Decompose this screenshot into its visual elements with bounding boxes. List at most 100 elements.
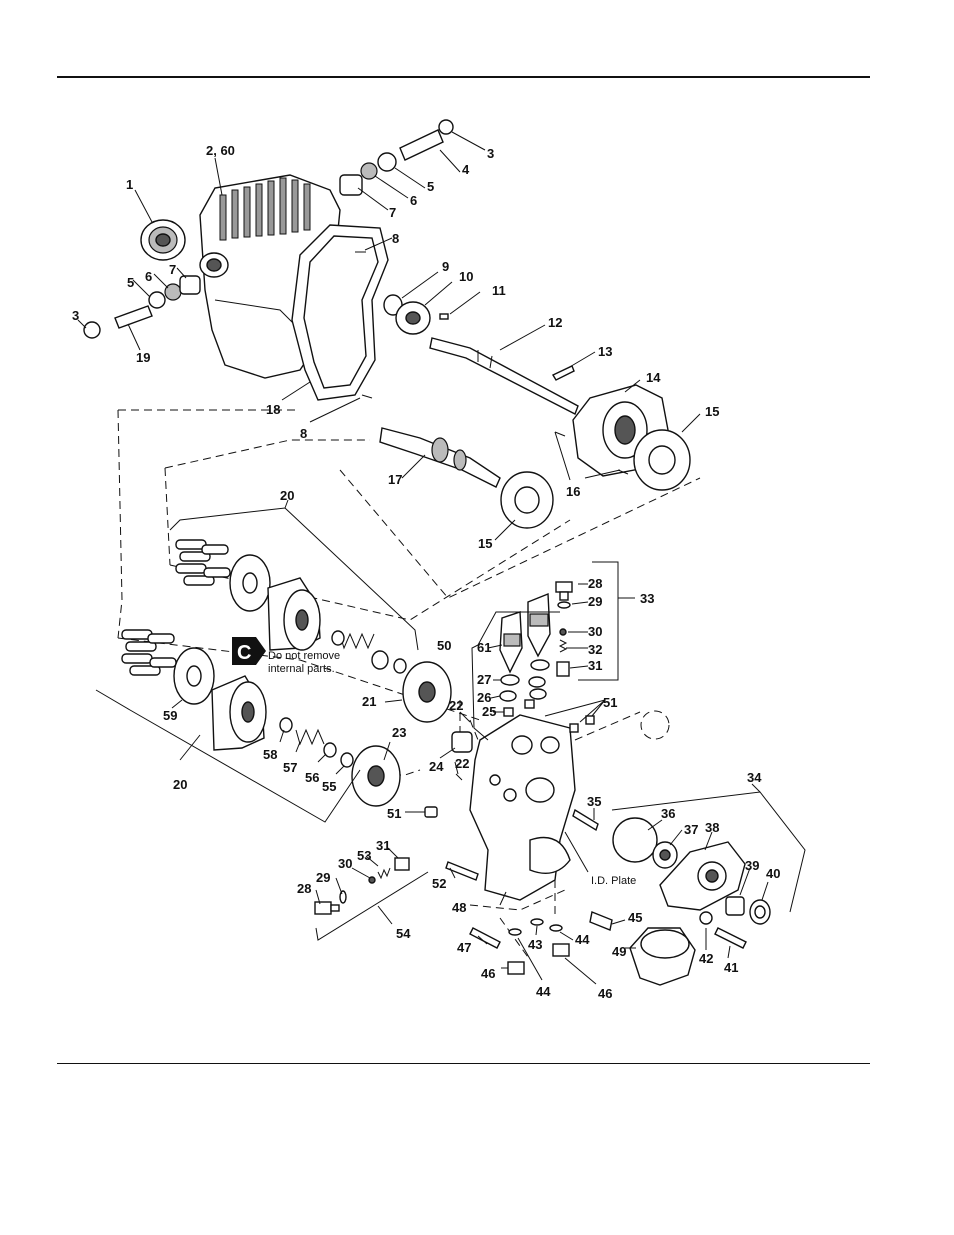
callout-34: 34: [747, 770, 762, 785]
spring-upper: [332, 631, 406, 673]
spring-32: [560, 640, 566, 652]
callout-29-top: 29: [588, 594, 602, 609]
o-ring-36: [613, 818, 657, 862]
plug-51-b: [570, 724, 578, 732]
pin-19: [115, 306, 152, 328]
callout-5-left: 5: [127, 275, 134, 290]
callout-40: 40: [766, 866, 780, 881]
callout-8-top: 8: [392, 231, 399, 246]
callout-33: 33: [640, 591, 654, 606]
plug-25: [504, 708, 513, 716]
callout-27: 27: [477, 672, 491, 687]
gerotor-37: [653, 842, 677, 868]
swash-plate-21: [403, 662, 451, 722]
ring-55: [341, 753, 353, 767]
callout-38: 38: [705, 820, 719, 835]
pin-22: [456, 774, 462, 780]
bearing-7-left: [180, 276, 200, 294]
warning-text-line1: Do not remove: [268, 650, 340, 662]
thrust-washer-15-left: [501, 472, 553, 528]
cylinder-block-upper: [268, 578, 320, 650]
callout-24: 24: [429, 759, 444, 774]
callout-14: 14: [646, 370, 661, 385]
washer-29-top: [558, 602, 570, 608]
seal-40: [750, 900, 770, 924]
callout-7-right: 7: [389, 205, 396, 220]
callout-47: 47: [457, 940, 471, 955]
callout-41: 41: [724, 960, 738, 975]
callout-15-right: 15: [705, 404, 719, 419]
dust-cap: [641, 711, 669, 739]
thrust-washer-15-right: [634, 430, 690, 490]
callout-5-right: 5: [427, 179, 434, 194]
callout-2-60: 2, 60: [206, 143, 235, 158]
callout-56: 56: [305, 770, 319, 785]
seat-31-bottom: [395, 858, 409, 870]
callout-35: 35: [587, 794, 601, 809]
pin-13: [553, 366, 574, 380]
retainer-plate-59: [174, 648, 214, 704]
plug-28-top: [556, 582, 572, 600]
washer-44-left: [509, 929, 521, 935]
callout-39: 39: [745, 858, 759, 873]
swash-plate-23: [352, 746, 400, 806]
piston-set-upper: [176, 540, 230, 585]
callout-6-right: 6: [410, 193, 417, 208]
plug-46-left: [508, 962, 524, 974]
callout-26: 26: [477, 690, 491, 705]
key-11: [440, 314, 448, 319]
callout-32: 32: [588, 642, 602, 657]
callout-46-left: 46: [481, 966, 495, 981]
callout-61: 61: [477, 640, 491, 655]
bushing-6-left: [165, 284, 181, 300]
callout-18: 18: [266, 402, 280, 417]
callout-43: 43: [528, 937, 542, 952]
spring-53: [378, 868, 390, 878]
id-plate-label: I.D. Plate: [591, 875, 636, 887]
callout-31-top: 31: [588, 658, 602, 673]
callout-16: 16: [566, 484, 580, 499]
callout-57: 57: [283, 760, 297, 775]
gasket: [292, 225, 388, 400]
callout-51-left: 51: [387, 806, 401, 821]
bushing-6-right: [361, 163, 377, 179]
callout-54: 54: [396, 926, 411, 941]
callout-9: 9: [442, 259, 449, 274]
callout-22-bottom: 22: [455, 756, 469, 771]
ball-30-top: [560, 629, 566, 635]
bearing-7-right: [340, 175, 362, 195]
ring-3-left: [84, 322, 100, 338]
callout-23: 23: [392, 725, 406, 740]
callout-15-left: 15: [478, 536, 492, 551]
callout-53: 53: [357, 848, 371, 863]
washer-44-right: [550, 925, 562, 931]
bearing-1: [141, 220, 185, 260]
callout-50: 50: [437, 638, 451, 653]
retainer-plate-upper: [230, 555, 270, 611]
screw-52: [446, 862, 478, 880]
callout-31-bottom: 31: [376, 838, 390, 853]
washer-5-left: [149, 292, 165, 308]
callout-30-bottom: 30: [338, 856, 352, 871]
callout-59: 59: [163, 708, 177, 723]
check-valve-61: [500, 612, 522, 672]
callout-13: 13: [598, 344, 612, 359]
dowel-8-bottom: [362, 395, 372, 398]
bearing-10: [396, 302, 430, 334]
callout-52: 52: [432, 876, 446, 891]
ring-on-body: [530, 689, 546, 699]
callout-11: 11: [492, 283, 506, 298]
o-ring-27: [501, 675, 519, 685]
check-valve-50: [528, 594, 550, 656]
callout-45: 45: [628, 910, 642, 925]
callout-21: 21: [362, 694, 376, 709]
bushing-24: [452, 732, 472, 752]
callout-58: 58: [263, 747, 277, 762]
washer-43: [531, 919, 543, 925]
callout-55: 55: [322, 779, 336, 794]
screw-41: [715, 928, 746, 948]
piston-set-lower: [122, 630, 176, 675]
callout-12: 12: [548, 315, 562, 330]
callout-6-left: 6: [145, 269, 152, 284]
